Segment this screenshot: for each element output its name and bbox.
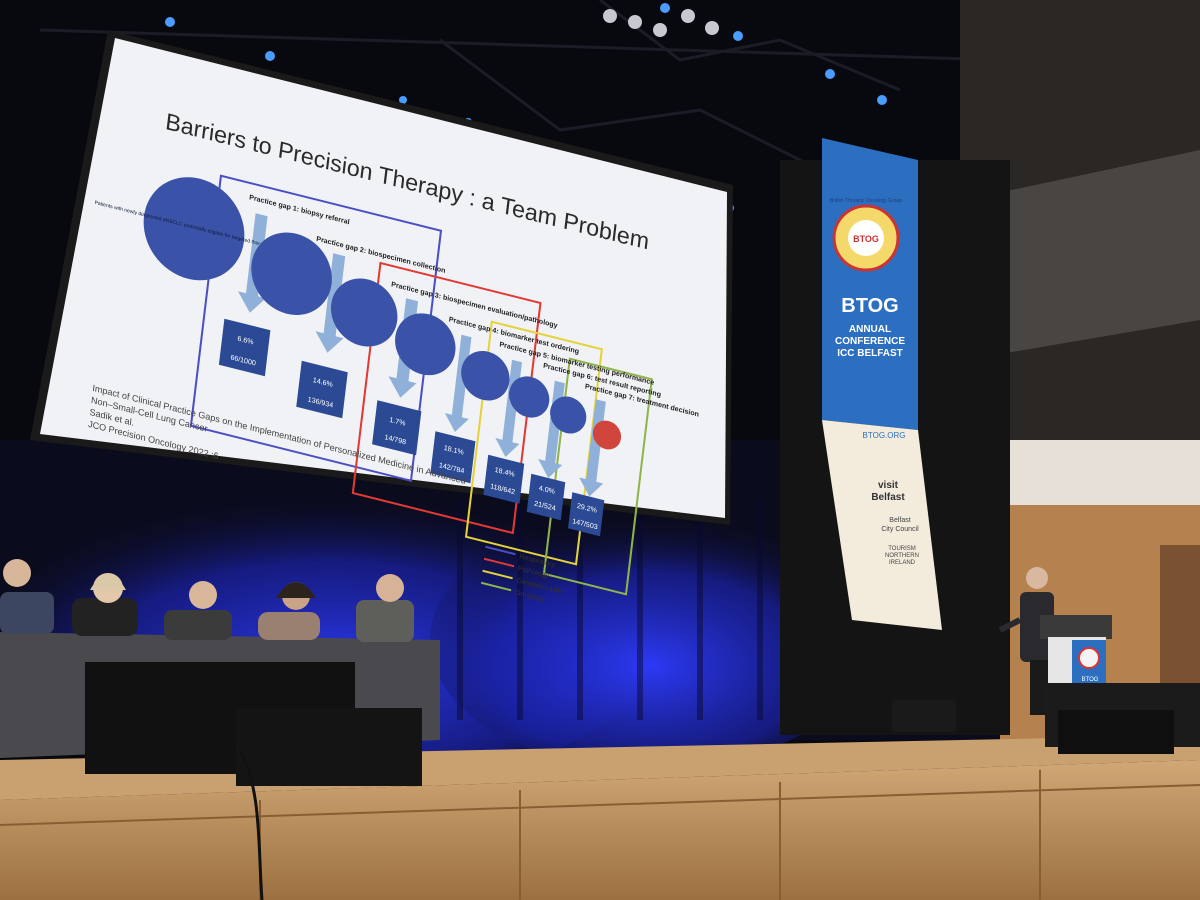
tourism-3: IRELAND <box>889 560 916 566</box>
podium <box>1040 615 1112 687</box>
cohort-circle-6 <box>509 376 550 418</box>
logo-ring-text: British Thoracic Oncology Group <box>830 198 902 204</box>
cohort-circle-3 <box>330 278 398 347</box>
council-2: City Council <box>881 526 919 533</box>
cohort-circle-2 <box>251 232 332 315</box>
banner-top <box>822 138 918 430</box>
doorway <box>1160 545 1200 685</box>
cohort-circle-4 <box>395 313 456 376</box>
panellist-3 <box>164 581 232 640</box>
banner-line1: ANNUAL <box>849 324 891 335</box>
panellists <box>0 559 414 642</box>
podium-label: BTOG <box>1082 677 1099 683</box>
cohort-circle-5 <box>461 351 510 401</box>
banner-bottom <box>822 420 942 630</box>
loss-box-4 <box>430 431 476 484</box>
loss-box-6 <box>526 473 566 521</box>
loss-box-3 <box>372 400 422 456</box>
banner-name: BTOG <box>841 295 898 317</box>
panellist-1 <box>0 559 54 634</box>
stage-speaker-left <box>236 708 422 786</box>
loss-box-7 <box>567 492 605 537</box>
council-1: Belfast <box>889 517 910 524</box>
curtain-folds <box>457 500 763 720</box>
panellist-4 <box>258 582 320 640</box>
loss-box-1 <box>218 318 271 377</box>
tourism-1: TOURISM <box>888 546 916 552</box>
balcony-upper <box>965 150 1200 360</box>
tourism-2: NORTHERN <box>885 553 919 559</box>
loss-box-2 <box>296 360 348 419</box>
banner-line2: CONFERENCE <box>835 336 905 347</box>
loss-box-5 <box>483 454 525 504</box>
lighting-rig <box>39 0 1001 172</box>
banner-url: BTOG.ORG <box>863 431 906 440</box>
down-arrow-2 <box>315 253 346 353</box>
visit-belfast-2: Belfast <box>871 492 905 503</box>
speaker-cable <box>238 749 264 900</box>
logo-center-text: BTOG <box>853 234 879 244</box>
treated-circle <box>592 420 622 450</box>
visit-belfast-1: visit <box>878 480 899 491</box>
cohort-circle-1 <box>143 177 245 281</box>
panellist-5 <box>356 574 414 642</box>
stage-panels <box>0 770 1200 900</box>
banner-line3: ICC BELFAST <box>837 348 903 359</box>
svg-text:1.7%: 1.7% <box>389 416 407 428</box>
monitor-speaker-right <box>1058 710 1174 754</box>
svg-text:4.0%: 4.0% <box>538 484 556 496</box>
monitor-speaker-center <box>892 700 956 732</box>
down-arrow-4 <box>444 334 472 432</box>
pathology-box <box>351 261 542 535</box>
svg-text:6.6%: 6.6% <box>237 335 255 347</box>
cohort-circle-7 <box>550 396 587 434</box>
panellist-2 <box>72 573 138 636</box>
